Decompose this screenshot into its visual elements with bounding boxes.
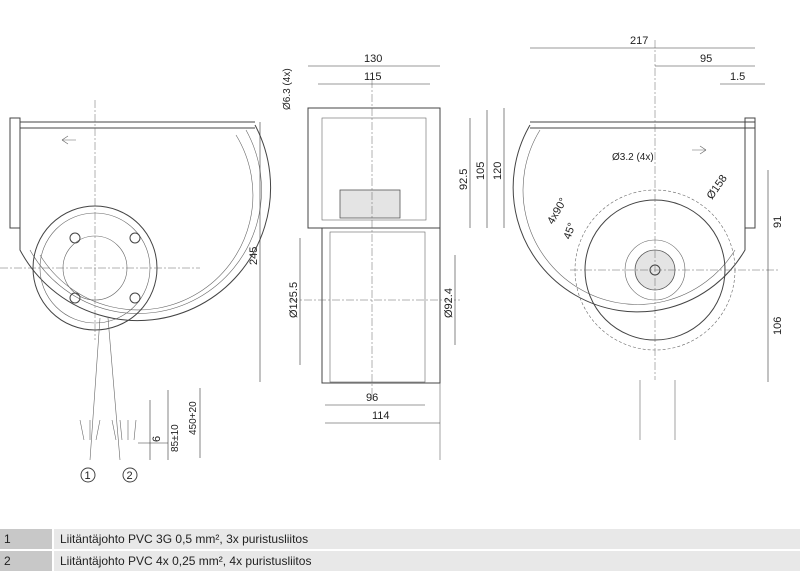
scroll-housing-right [512,124,746,313]
callout-1 [80,467,96,483]
dim-120: 120 [492,162,504,180]
dim-450: 450+20 [188,401,199,435]
dim-114: 114 [372,410,390,422]
front-view-left: 1 2 245 6 85±10 450+20 [0,100,272,483]
rotation-arrow-icon [61,135,76,145]
impeller-side [321,227,441,384]
legend-row: 2 Liitäntäjohto PVC 4x 0,25 mm², 4x puri… [0,551,800,571]
side-view: 130 115 Ø6.3 (4x) 92.5 105 120 Ø125.5 Ø9… [282,53,505,460]
dim-245: 245 [248,247,260,265]
dim-hole-3-2: Ø3.2 (4x) [612,152,654,163]
front-view-right: 217 95 1.5 Ø3.2 (4x) Ø158 4x90° 45° 91 1… [512,35,784,440]
scroll-housing [19,124,272,322]
legend-num: 1 [0,529,52,549]
dim-96: 96 [366,392,378,404]
dim-130: 130 [364,53,382,65]
legend-table: 1 Liitäntäjohto PVC 3G 0,5 mm², 3x puris… [0,529,800,573]
dim-106: 106 [772,317,784,335]
legend-row: 1 Liitäntäjohto PVC 3G 0,5 mm², 3x puris… [0,529,800,549]
dim-hole-6-3: Ø6.3 (4x) [282,68,293,110]
legend-text: Liitäntäjohto PVC 3G 0,5 mm², 3x puristu… [54,529,800,549]
legend-text: Liitäntäjohto PVC 4x 0,25 mm², 4x purist… [54,551,800,571]
dim-92-4: Ø92.4 [443,288,455,318]
dim-115: 115 [364,71,382,83]
mounting-flange-left [9,117,21,229]
mounting-flange-right [744,117,756,229]
dim-1-5: 1.5 [730,71,745,83]
dim-125-5: Ø125.5 [288,282,300,318]
dim-6: 6 [151,436,163,442]
dim-95: 95 [700,53,712,65]
callout-2 [122,467,138,483]
callout-1-label: 1 [85,470,91,482]
dim-105: 105 [475,162,487,180]
technical-drawing: 1 2 245 6 85±10 450+20 130 115 Ø6.3 (4x)… [0,35,784,483]
dim-91: 91 [772,216,784,228]
dim-92-5: 92.5 [458,169,470,190]
dim-85: 85±10 [170,424,181,452]
legend-num: 2 [0,551,52,571]
dim-158: Ø158 [705,173,730,202]
dim-217: 217 [630,35,648,47]
dim-45: 45° [562,221,579,241]
callout-2-label: 2 [127,470,133,482]
rotation-arrow-icon [692,145,707,155]
